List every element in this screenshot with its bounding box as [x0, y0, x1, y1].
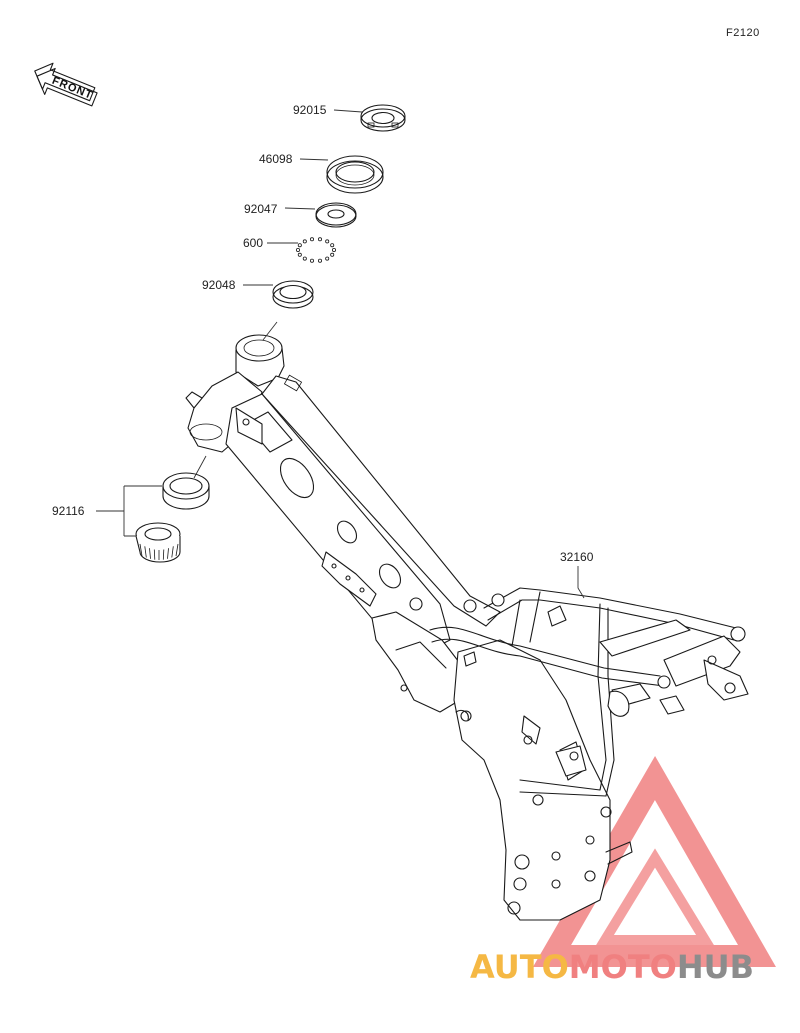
steel-ball [309, 258, 314, 263]
part-46098-seal[interactable] [326, 155, 384, 194]
steel-ball [295, 247, 300, 252]
label-600: 600 [243, 236, 263, 250]
bearing-roller [149, 548, 151, 559]
steel-ball [317, 258, 322, 263]
bearing-roller [144, 546, 147, 558]
bearing-roller [162, 549, 165, 560]
steel-ball [330, 243, 335, 248]
steel-ball [325, 256, 330, 261]
part-92116-bearing[interactable] [135, 522, 181, 563]
bearing-roller [167, 548, 169, 559]
watermark-moto: MOTO [569, 948, 677, 986]
part-600-steel-balls[interactable] [295, 237, 336, 263]
label-92047: 92047 [244, 202, 278, 216]
steel-ball [330, 252, 335, 257]
steel-ball [317, 237, 322, 242]
leader-lines [96, 109, 585, 599]
watermark-auto: AUTO [470, 948, 569, 986]
steel-ball [325, 239, 330, 244]
bearing-roller [175, 543, 179, 557]
part-92047-race[interactable] [315, 202, 357, 228]
steel-ball [297, 252, 302, 257]
steel-ball [302, 239, 307, 244]
front-arrow-icon: FRONT [34, 62, 98, 107]
watermark-text: AUTOMOTOHUB [470, 948, 754, 986]
bearing-roller [139, 543, 143, 557]
figure-code: F2120 [726, 27, 760, 39]
label-92015: 92015 [293, 103, 327, 117]
label-92116: 92116 [52, 504, 85, 518]
label-92048: 92048 [202, 278, 236, 292]
steel-ball [297, 243, 302, 248]
bearing-roller [153, 549, 156, 560]
label-32160: 32160 [560, 550, 594, 564]
part-92048-race[interactable] [272, 280, 314, 309]
part-92015-nut[interactable] [360, 104, 406, 132]
frame-32160[interactable] [185, 334, 749, 921]
steel-ball [309, 237, 314, 242]
label-46098: 46098 [259, 152, 293, 166]
steel-ball [302, 256, 307, 261]
part-92116-race[interactable] [162, 472, 210, 510]
steel-ball [331, 247, 336, 252]
watermark-hub: HUB [677, 948, 754, 986]
bearing-roller [171, 546, 174, 558]
